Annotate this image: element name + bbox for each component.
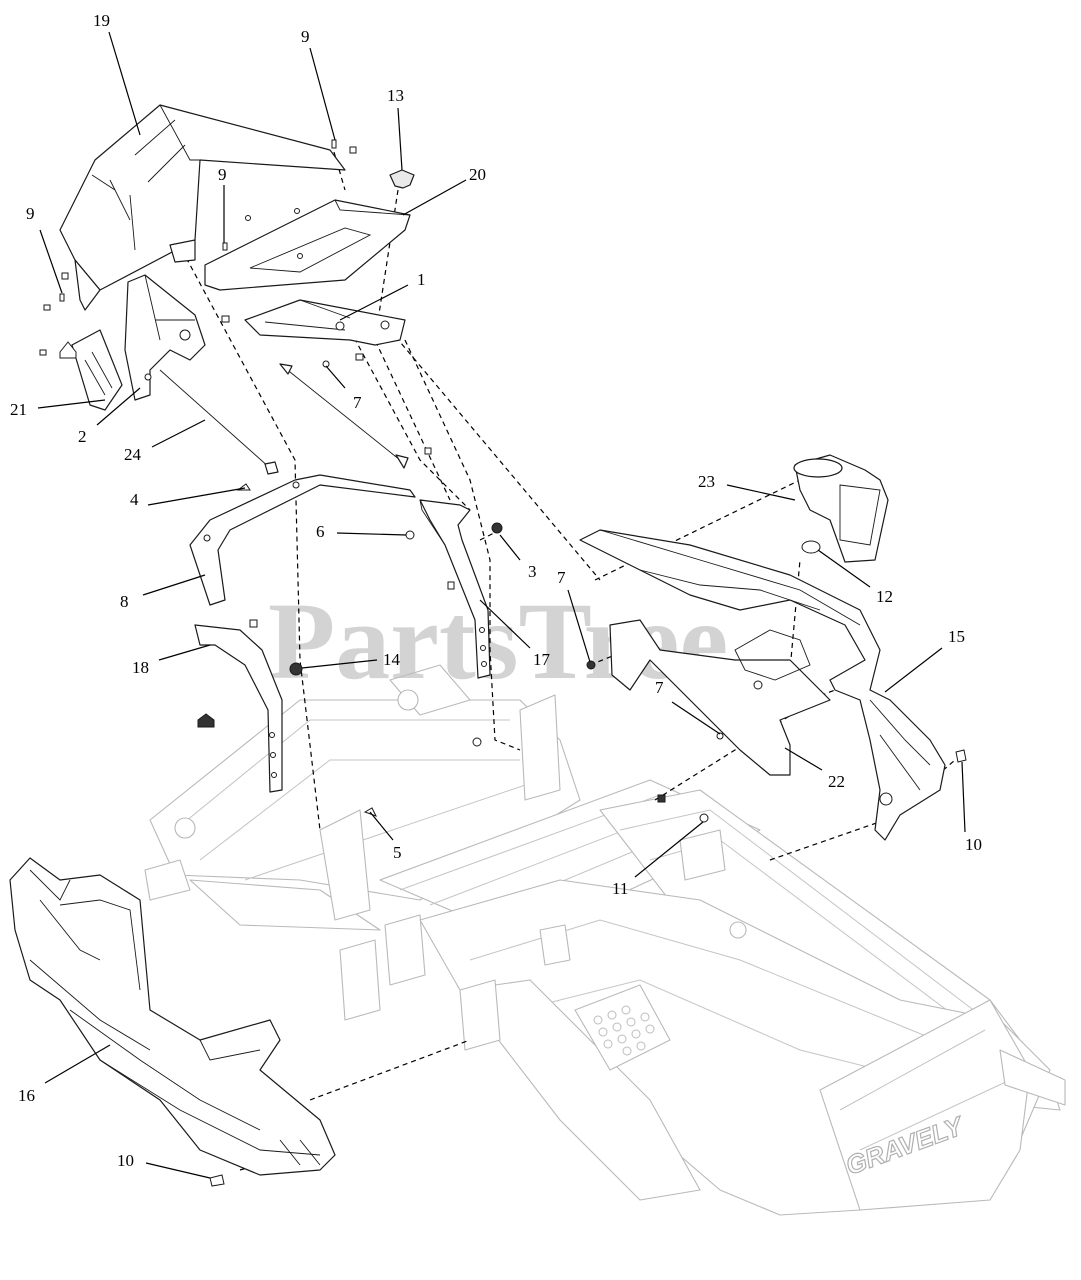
- callout-11: 11: [612, 879, 628, 898]
- callout-24: 24: [124, 445, 142, 464]
- callout-12: 12: [876, 587, 893, 606]
- callout-7: 7: [557, 568, 566, 587]
- part-20-plate: [204, 199, 411, 291]
- callout-21: 21: [10, 400, 27, 419]
- part-22-panel: [609, 619, 831, 776]
- callout-5: 5: [393, 843, 402, 862]
- callout-9: 9: [26, 204, 35, 223]
- callout-10: 10: [965, 835, 982, 854]
- part-17-upright: [419, 499, 491, 679]
- callout-22: 22: [828, 772, 845, 791]
- hardware: [39, 139, 967, 1187]
- callout-7: 7: [655, 678, 664, 697]
- callout-2: 2: [78, 427, 87, 446]
- callout-4: 4: [130, 490, 139, 509]
- foot-plate-holes: [593, 1005, 655, 1056]
- part-23-cupholder: [793, 454, 889, 563]
- part-24-rod: [159, 369, 279, 475]
- part-19-shroud: [59, 104, 346, 311]
- callout-9: 9: [301, 27, 310, 46]
- part-2-bracket: [124, 274, 206, 401]
- part-16-shroud: [9, 857, 336, 1176]
- callout-14: 14: [383, 650, 401, 669]
- part-7-rod: [279, 363, 409, 469]
- callout-19: 19: [93, 11, 110, 30]
- callout-3: 3: [528, 562, 537, 581]
- callout-8: 8: [120, 592, 129, 611]
- callout-6: 6: [316, 522, 325, 541]
- part-1-bracket: [244, 299, 406, 346]
- callout-10: 10: [117, 1151, 134, 1170]
- callout-15: 15: [948, 627, 965, 646]
- callout-23: 23: [698, 472, 715, 491]
- callout-7: 7: [353, 393, 362, 412]
- callouts: 19 9 13 20 9 9 1 21 2 7 24 23 4 6 3 8 7 …: [10, 11, 982, 1170]
- callout-1: 1: [417, 270, 426, 289]
- part-8-arm: [189, 474, 416, 606]
- leader-lines: [37, 31, 966, 1179]
- callout-13: 13: [387, 86, 404, 105]
- part-21-bracket: [59, 329, 123, 411]
- callout-16: 16: [18, 1086, 35, 1105]
- callout-18: 18: [132, 658, 149, 677]
- callout-20: 20: [469, 165, 486, 184]
- part-15-fender: [579, 529, 946, 841]
- callout-9: 9: [218, 165, 227, 184]
- callout-17: 17: [533, 650, 551, 669]
- mower-frame: GRAVELY: [144, 664, 1066, 1216]
